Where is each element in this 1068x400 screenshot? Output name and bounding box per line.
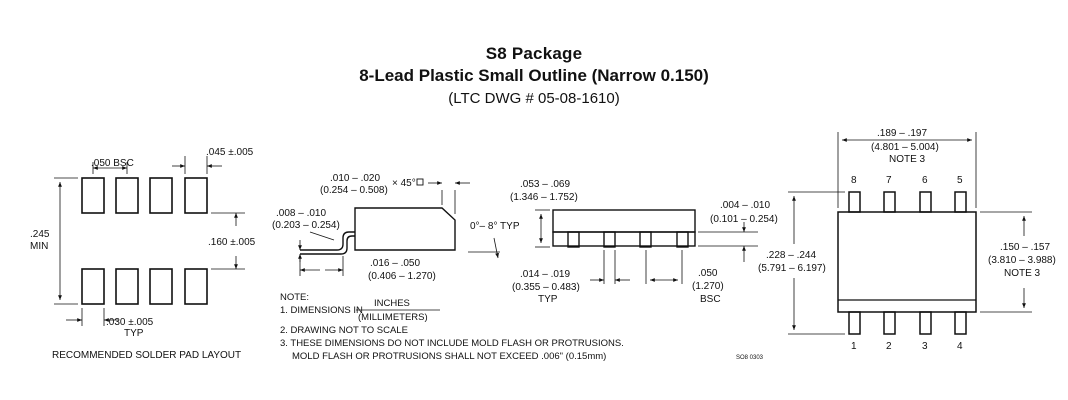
pad-length-typ: TYP xyxy=(124,328,144,339)
top-view-pin xyxy=(848,311,861,335)
note-1-millimeters: (MILLIMETERS) xyxy=(358,312,428,323)
lead-width-mm: (0.355 – 0.483) xyxy=(512,282,580,293)
pin-number: 4 xyxy=(957,341,963,352)
front-view xyxy=(552,209,696,248)
chamfer-inches: .010 – .020 xyxy=(330,173,380,184)
body-width-mm: (3.810 – 3.988) xyxy=(988,255,1056,266)
top-view xyxy=(837,191,977,335)
top-view-pin xyxy=(883,191,896,213)
span-min-label: MIN xyxy=(30,241,48,252)
drawing-code: SO8 0303 xyxy=(736,355,764,361)
lead-pitch-bsc: BSC xyxy=(700,294,721,305)
pad-pitch-label: .050 BSC xyxy=(91,158,134,169)
body-length-mm: (4.801 – 5.004) xyxy=(871,142,939,153)
notes: NOTE: 1. DIMENSIONS IN INCHES (MILLIMETE… xyxy=(280,292,764,362)
span-label: .245 xyxy=(30,229,50,240)
lead-span-inches: .228 – .244 xyxy=(766,250,816,261)
foot-length-inches: .016 – .050 xyxy=(370,258,420,269)
top-view-body xyxy=(837,211,977,313)
note-3: 3. THESE DIMENSIONS DO NOT INCLUDE MOLD … xyxy=(280,338,624,349)
pin-number: 1 xyxy=(851,341,857,352)
lead-span-mm: (5.791 – 6.197) xyxy=(758,263,826,274)
row-gap-label: .160 ±.005 xyxy=(208,237,256,248)
body-width-inches: .150 – .157 xyxy=(1000,242,1050,253)
lead-angle: 0°– 8° TYP xyxy=(470,221,520,232)
side-view xyxy=(300,207,456,255)
body-height-mm: (1.346 – 1.752) xyxy=(510,192,578,203)
solder-pad xyxy=(81,177,105,214)
front-view-lead xyxy=(676,231,689,248)
lead-pitch-mm: (1.270) xyxy=(692,281,724,292)
foot-length-mm: (0.406 – 1.270) xyxy=(368,271,436,282)
pin-number: 2 xyxy=(886,341,892,352)
pad-length-label: .030 ±.005 xyxy=(106,317,154,328)
lead-width-typ: TYP xyxy=(538,294,558,305)
pad-width-label: .045 ±.005 xyxy=(206,147,254,158)
body-width-note: NOTE 3 xyxy=(1004,268,1041,279)
top-view-pin xyxy=(954,191,967,213)
note-1: 1. DIMENSIONS IN xyxy=(280,305,363,316)
top-view-pin xyxy=(919,311,932,335)
solder-pad xyxy=(149,268,173,305)
top-view-pin xyxy=(919,191,932,213)
drawing-reference: (LTC DWG # 05-08-1610) xyxy=(448,90,620,107)
solder-pad xyxy=(115,177,139,214)
front-view-lead xyxy=(639,231,652,248)
side-view-body xyxy=(354,207,456,251)
note-1-inches: INCHES xyxy=(374,298,410,309)
package-subtitle: 8-Lead Plastic Small Outline (Narrow 0.1… xyxy=(359,66,709,85)
chamfer-angle: × 45° xyxy=(392,178,416,189)
solder-pad-layout xyxy=(81,177,208,305)
pin-number: 3 xyxy=(922,341,928,352)
lead-thickness-inches: .008 – .010 xyxy=(276,208,326,219)
top-view-pin xyxy=(848,191,861,213)
solder-pad xyxy=(115,268,139,305)
lead-width-inches: .014 – .019 xyxy=(520,269,570,280)
note-3-continued: MOLD FLASH OR PROTRUSIONS SHALL NOT EXCE… xyxy=(292,351,606,362)
body-length-note: NOTE 3 xyxy=(889,154,926,165)
pin-number: 6 xyxy=(922,175,928,186)
front-view-lead xyxy=(567,231,580,248)
top-view-pin xyxy=(954,311,967,335)
front-view-body xyxy=(552,209,696,233)
package-title: S8 Package xyxy=(485,44,583,63)
solder-pad xyxy=(184,177,208,214)
lead-thickness-mm: (0.203 – 0.254) xyxy=(272,220,340,231)
pin-number: 5 xyxy=(957,175,963,186)
solder-pad xyxy=(149,177,173,214)
note-2: 2. DRAWING NOT TO SCALE xyxy=(280,325,408,336)
standoff-inches: .004 – .010 xyxy=(720,200,770,211)
lead-pitch-inches: .050 xyxy=(698,268,718,279)
notes-heading: NOTE: xyxy=(280,292,309,303)
gull-wing-lead xyxy=(300,231,355,251)
top-view-pin xyxy=(883,311,896,335)
standoff-mm: (0.101 – 0.254) xyxy=(710,214,778,225)
pad-layout-caption: RECOMMENDED SOLDER PAD LAYOUT xyxy=(52,350,241,361)
solder-pad xyxy=(81,268,105,305)
body-height-inches: .053 – .069 xyxy=(520,179,570,190)
body-length-inches: .189 – .197 xyxy=(877,128,927,139)
front-view-lead xyxy=(603,231,616,248)
pin-number: 7 xyxy=(886,175,892,186)
solder-pad xyxy=(184,268,208,305)
chamfer-mm: (0.254 – 0.508) xyxy=(320,185,388,196)
pin-number: 8 xyxy=(851,175,857,186)
